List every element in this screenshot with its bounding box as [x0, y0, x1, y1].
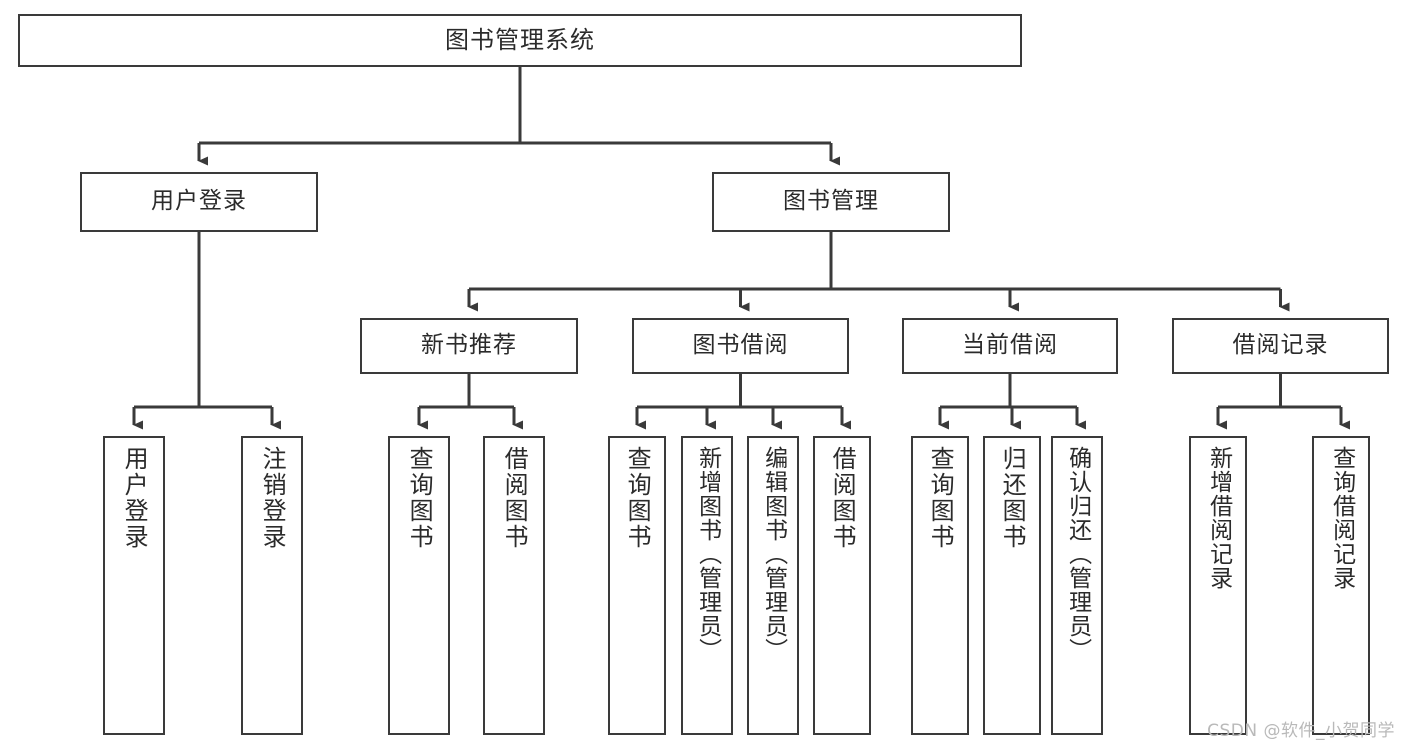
node-label: 归还图书 [998, 446, 1027, 550]
leaf-edit-book-admin[interactable]: 编辑图书（管理员） [747, 436, 799, 735]
leaf-borrow-book-borrowing[interactable]: 借阅图书 [813, 436, 871, 735]
leaf-query-book-current[interactable]: 查询图书 [911, 436, 969, 735]
node-label: 借阅图书 [500, 446, 529, 550]
node-label: 图书管理系统 [445, 26, 595, 55]
node-label: 编辑图书（管理员） [760, 446, 787, 662]
node-label: 图书借阅 [692, 332, 789, 359]
node-label: 确认归还（管理员） [1064, 446, 1091, 662]
node-label: 注销登录 [258, 446, 287, 550]
node-label: 新增借阅记录 [1205, 446, 1232, 590]
leaf-query-borrowing-record[interactable]: 查询借阅记录 [1312, 436, 1370, 735]
node-label: 查询图书 [623, 446, 652, 550]
node-new-book-recommendation[interactable]: 新书推荐 [360, 318, 578, 374]
node-label: 新增图书（管理员） [694, 446, 721, 662]
node-root-book-management-system[interactable]: 图书管理系统 [18, 14, 1022, 67]
node-label: 借阅图书 [828, 446, 857, 550]
leaf-query-book-recommendation[interactable]: 查询图书 [388, 436, 450, 735]
node-label: 当前借阅 [962, 332, 1058, 359]
node-label: 新书推荐 [421, 332, 517, 359]
leaf-add-borrowing-record[interactable]: 新增借阅记录 [1189, 436, 1247, 735]
leaf-borrow-book-recommendation[interactable]: 借阅图书 [483, 436, 545, 735]
node-label: 借阅记录 [1232, 332, 1329, 359]
node-label: 用户登录 [151, 188, 247, 215]
watermark: CSDN @软件_小贺同学 [1207, 721, 1395, 741]
node-label: 图书管理 [783, 188, 879, 215]
leaf-add-book-admin[interactable]: 新增图书（管理员） [681, 436, 733, 735]
node-label: 查询图书 [405, 446, 434, 550]
leaf-confirm-return-admin[interactable]: 确认归还（管理员） [1051, 436, 1103, 735]
node-user-login[interactable]: 用户登录 [80, 172, 318, 232]
node-label: 查询借阅记录 [1328, 446, 1355, 590]
leaf-return-book[interactable]: 归还图书 [983, 436, 1041, 735]
leaf-user-login[interactable]: 用户登录 [103, 436, 165, 735]
node-book-borrowing[interactable]: 图书借阅 [632, 318, 849, 374]
node-label: 查询图书 [926, 446, 955, 550]
node-label: 用户登录 [120, 446, 149, 550]
node-book-management[interactable]: 图书管理 [712, 172, 950, 232]
node-current-borrowing[interactable]: 当前借阅 [902, 318, 1118, 374]
leaf-query-book-borrowing[interactable]: 查询图书 [608, 436, 666, 735]
leaf-logout-login[interactable]: 注销登录 [241, 436, 303, 735]
node-borrowing-records[interactable]: 借阅记录 [1172, 318, 1389, 374]
